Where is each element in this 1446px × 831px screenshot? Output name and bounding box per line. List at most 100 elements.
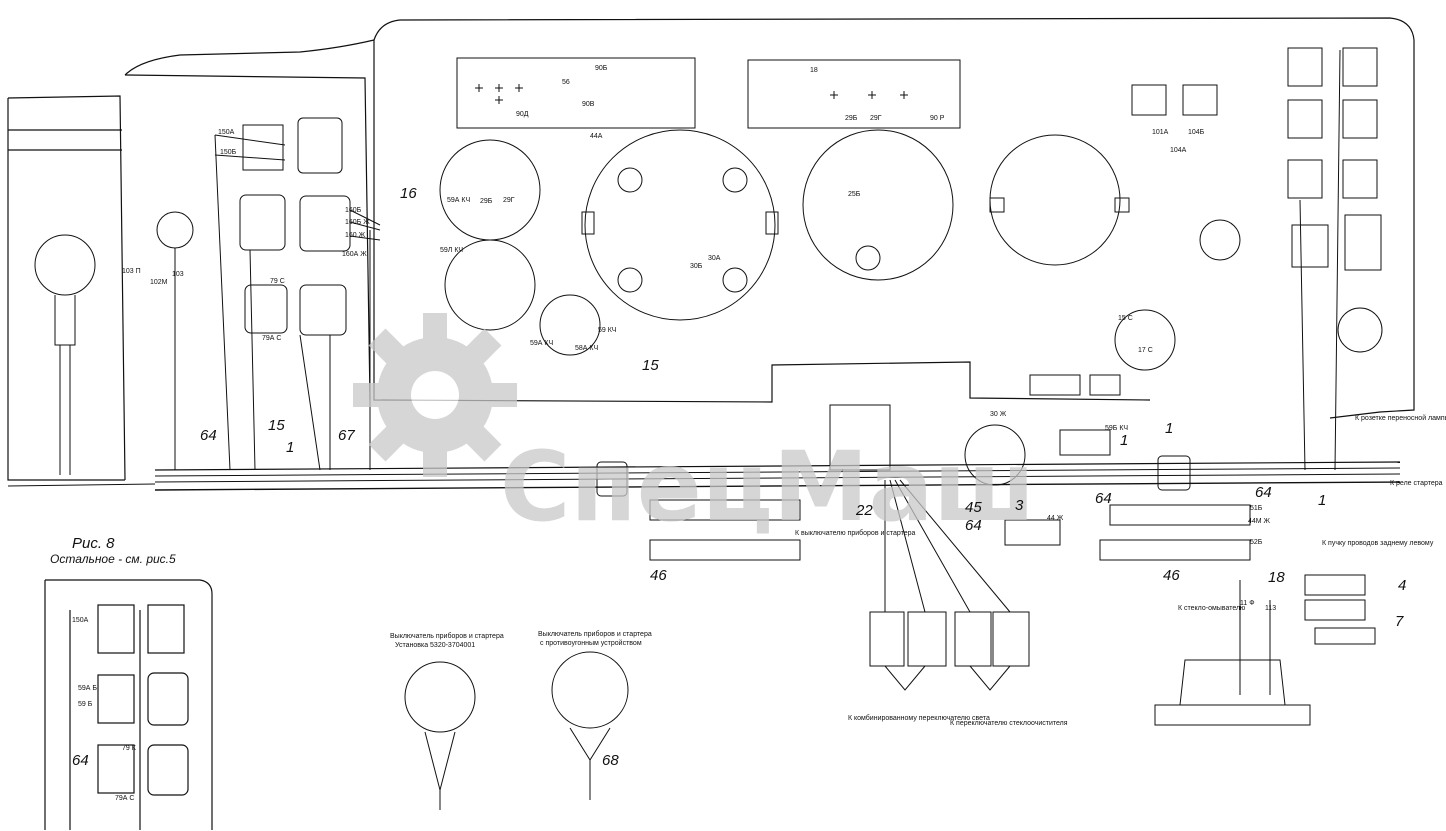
wire-tag: 101А	[1152, 129, 1169, 136]
callout-number: 15	[642, 357, 659, 374]
gear-icon	[353, 313, 517, 477]
inset-frame	[44, 579, 213, 830]
switch-left-subtitle: Установка 5320-3704001	[395, 642, 475, 649]
wire-tag: 150Б	[220, 149, 237, 156]
gauge-far-right	[1114, 219, 1383, 371]
wire-tag: 17 С	[1138, 347, 1153, 354]
callout-number: 64	[1095, 490, 1112, 507]
wire-tag: 79 К	[122, 745, 137, 752]
wire-tag: 30 Ж	[990, 411, 1007, 418]
wire-tag: 90 Р	[930, 115, 945, 122]
left-lamp	[34, 234, 96, 475]
switch-right-subtitle: с противоугонным устройством	[540, 639, 642, 647]
lower-connectors	[596, 374, 1251, 691]
watermark-text: СпецМаш	[500, 431, 1035, 543]
wire-tag: 103	[172, 271, 184, 278]
callout-number: 1	[1318, 492, 1326, 509]
watermark: СпецМаш	[353, 313, 1035, 543]
wire-tag: 79 С	[270, 278, 285, 285]
left-panel-connectors	[156, 117, 381, 471]
wire-tag: 30А	[708, 255, 721, 262]
figure-caption: Рис. 8	[72, 535, 115, 552]
gauge-right	[989, 134, 1130, 266]
callout-number: 64	[72, 752, 89, 769]
callout-number: 1	[1120, 432, 1128, 449]
wire-tag: 51Б	[1250, 505, 1263, 512]
wire-tag: 160А Ж	[342, 251, 367, 258]
wire-tag: 104А	[1170, 147, 1187, 154]
callout-number: 1	[1165, 420, 1173, 437]
wire-tag: 102М	[150, 279, 168, 286]
note-washer: К стекло-омывателю	[1178, 605, 1245, 612]
wire-tag: 59 КЧ	[598, 327, 617, 334]
wire-tag: 15 С	[1118, 315, 1133, 322]
wire-tag: 29Б	[480, 198, 493, 205]
indicator-panel-left	[456, 57, 696, 129]
panel-markers	[475, 84, 908, 104]
wire-tag: 56	[562, 79, 570, 86]
wire-tag: 160Б Ж	[345, 219, 370, 226]
gauge-left	[439, 139, 601, 356]
callout-number: 64	[200, 427, 217, 444]
callout-number: 3	[1015, 497, 1024, 514]
wire-tag: 29Г	[870, 115, 882, 122]
callout-number: 22	[855, 502, 873, 519]
ignition-switch-left	[404, 661, 476, 810]
wire-tag: 11 Ф	[1240, 600, 1255, 607]
washer-reservoir	[1154, 574, 1376, 726]
main-harness	[7, 461, 1401, 491]
wire-tag: 29Б	[845, 115, 858, 122]
dashboard-outline	[7, 17, 1415, 481]
wire-tag: 104Б	[1188, 129, 1205, 136]
wire-tag: 25Б	[848, 191, 861, 198]
wire-tag: 160 Ж	[345, 232, 366, 239]
ignition-switch-right	[551, 651, 629, 800]
callout-number: 15	[268, 417, 285, 434]
callout-number: 16	[400, 185, 417, 202]
wire-tag: 150А	[218, 129, 235, 136]
callout-number: 64	[1255, 484, 1272, 501]
wire-tag: 52Б	[1250, 539, 1263, 546]
wire-tag: 59Б КЧ	[1105, 425, 1128, 432]
wire-tag: 18	[810, 67, 818, 74]
wire-tag: 90Б	[595, 65, 608, 72]
wire-tag: 29Г	[503, 197, 515, 204]
wire-tag: 150А	[72, 617, 89, 624]
callout-number: 7	[1395, 613, 1404, 630]
wire-tags: 150А 150Б 160Б 160Б Ж 160 Ж 160А Ж 79 С …	[72, 65, 1276, 802]
wire-tag: 44 Ж	[1047, 515, 1064, 522]
wire-tag: 58А КЧ	[575, 345, 598, 352]
wire-tag: 59А Б	[78, 685, 97, 692]
callout-number: 4	[1398, 577, 1406, 594]
callout-number: 18	[1268, 569, 1285, 586]
wire-tag: 103 П	[122, 268, 141, 275]
callout-number: 67	[338, 427, 355, 444]
wire-tag: 44А	[590, 133, 603, 140]
switch-left-title: Выключатель приборов и стартера	[390, 632, 504, 640]
wire-tag: 59Л КЧ	[440, 247, 463, 254]
figure-subcaption: Остальное - см. рис.5	[50, 552, 176, 566]
wire-tag: 59А КЧ	[447, 197, 470, 204]
note-rear-bundle: К пучку проводов заднему левому	[1322, 540, 1434, 547]
right-connector-column	[1287, 47, 1382, 471]
note-wiper-switch: К переключателю стеклоочистителя	[950, 720, 1068, 727]
wire-tag: 30Б	[690, 263, 703, 270]
tachometer	[802, 129, 954, 281]
wire-tag: 160Б	[345, 207, 362, 214]
callout-number: 46	[1163, 567, 1180, 584]
notes: К выключателю приборов и стартера К комб…	[795, 414, 1446, 727]
switch-right-title: Выключатель приборов и стартера	[538, 630, 652, 638]
wire-tag: 59 Б	[78, 701, 93, 708]
callout-number: 64	[965, 517, 982, 534]
wire-tag: 90Д	[516, 111, 529, 118]
note-light-switch: К комбинированному переключателю света	[848, 714, 990, 722]
wire-tag: 44М Ж	[1248, 518, 1271, 525]
callout-numbers: 64 15 1 67 15 22 45 3 64 64 46 1 64 46 1…	[72, 185, 1406, 769]
wire-tag: 113	[1265, 605, 1276, 612]
note-instrument-switch: К выключателю приборов и стартера	[795, 529, 916, 537]
note-starter-relay: К реле стартера	[1390, 480, 1443, 487]
note-lamp-socket: К розетке переносной лампы	[1355, 414, 1446, 422]
callout-number: 46	[650, 567, 667, 584]
wire-tag: 79А С	[115, 795, 134, 802]
